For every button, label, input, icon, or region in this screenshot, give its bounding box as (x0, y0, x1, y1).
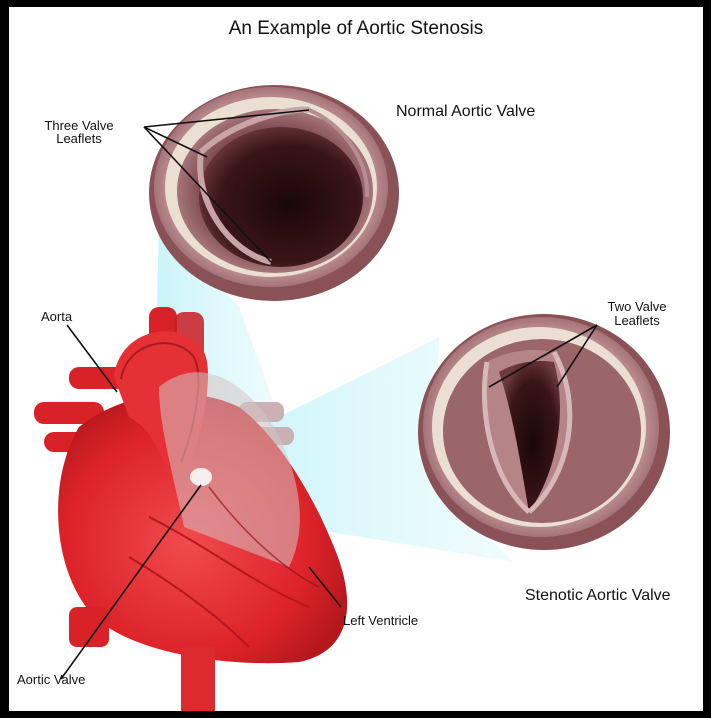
label-two-valve-leaflets-line1: Two Valve (607, 299, 666, 314)
normal-aortic-valve-illustration (149, 85, 399, 301)
label-aorta: Aorta (41, 309, 73, 324)
label-two-valve-leaflets-line2: Leaflets (614, 313, 660, 328)
label-normal-aortic-valve: Normal Aortic Valve (396, 103, 535, 120)
aortic-stenosis-diagram: An Example of Aortic Stenosis Normal Aor… (9, 7, 703, 711)
label-stenotic-aortic-valve: Stenotic Aortic Valve (525, 587, 671, 604)
diagram-title: An Example of Aortic Stenosis (229, 18, 484, 39)
stenotic-aortic-valve-illustration (418, 314, 670, 550)
label-three-valve-leaflets-line2: Leaflets (56, 131, 102, 146)
illustration-frame: An Example of Aortic Stenosis Normal Aor… (9, 7, 703, 711)
label-aortic-valve: Aortic Valve (17, 672, 85, 687)
label-left-ventricle: Left Ventricle (343, 613, 418, 628)
